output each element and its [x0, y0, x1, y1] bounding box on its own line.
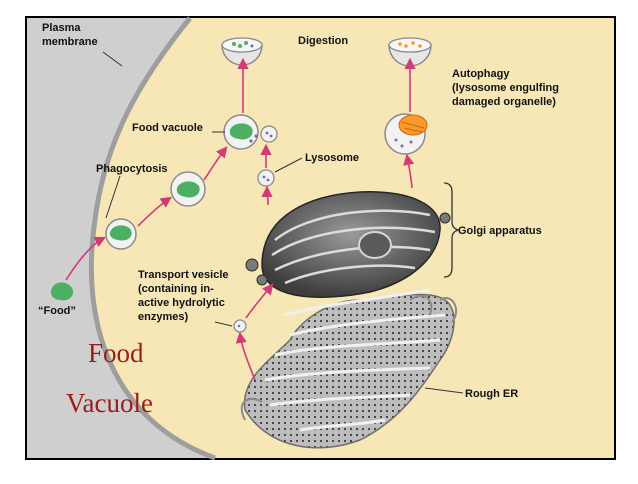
label-transport-line1: Transport vesicle [138, 269, 229, 281]
leader-lysosome [274, 157, 303, 173]
label-phagocytosis: Phagocytosis [96, 163, 168, 175]
early-food-vacuole [170, 171, 206, 207]
label-rough-er: Rough ER [465, 388, 518, 400]
label-autophagy-line3: damaged organelle) [452, 96, 556, 108]
label-digestion: Digestion [298, 35, 348, 47]
food-particle-outside [50, 282, 74, 301]
phagocytic-vesicle [105, 218, 137, 250]
leader-transport-vesicle [214, 321, 233, 327]
arrow-golgi-to-lysosome-right [403, 153, 415, 189]
label-leaders [102, 51, 464, 394]
autophagy-vacuole [388, 37, 432, 67]
arrow-vesicle-to-golgi [245, 283, 274, 319]
arrow-er-to-vesicle [235, 331, 256, 381]
extracellular-region [27, 18, 215, 458]
label-food-vacuole: Food vacuole [132, 122, 203, 134]
label-transport-line2: (containing in- [138, 283, 214, 295]
lysosome-vesicle [257, 169, 275, 187]
food-vacuole [223, 114, 278, 150]
title-line1: Food [88, 338, 144, 368]
label-golgi: Golgi apparatus [458, 225, 542, 237]
title-line2: Vacuole [66, 388, 153, 418]
digestion-vacuole [221, 37, 263, 66]
label-transport-line3: active hydrolytic [138, 297, 225, 309]
rough-er [240, 288, 458, 449]
plasma-membrane [88, 16, 216, 461]
arrow-to-fusion [203, 146, 228, 181]
label-plasma-line2: membrane [42, 36, 98, 48]
label-lysosome: Lysosome [305, 152, 359, 164]
transport-vesicle [233, 319, 247, 333]
label-autophagy-line1: Autophagy [452, 68, 510, 80]
label-autophagy-line2: (lysosome engulfing [452, 82, 559, 94]
label-transport-line4: enzymes) [138, 311, 188, 323]
label-plasma-line1: Plasma [42, 22, 81, 34]
golgi-apparatus [245, 191, 451, 298]
leader-phagocytosis [105, 175, 121, 219]
pathway-arrows [65, 57, 416, 381]
arrow-food-to-phagocytosis [65, 236, 107, 281]
arrow-golgi-to-lysosome [261, 185, 273, 206]
golgi-bracket [443, 182, 461, 278]
leader-rough-er [424, 387, 464, 394]
leader-plasma-membrane [102, 51, 123, 67]
arrow-to-food-vacuole [137, 196, 172, 227]
label-food: “Food” [38, 305, 76, 317]
